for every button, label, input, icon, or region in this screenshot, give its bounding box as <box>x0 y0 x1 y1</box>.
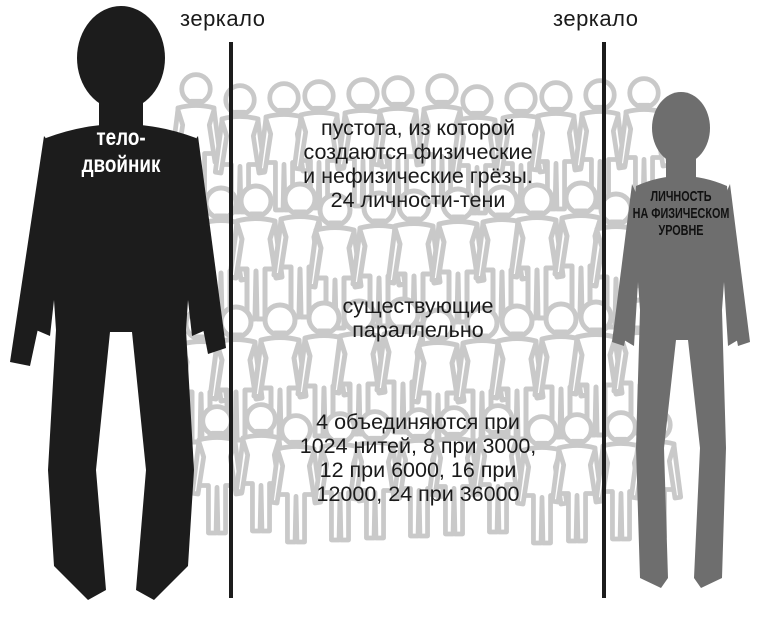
mirror-left-label: зеркало <box>180 6 265 32</box>
void-description: пустота, из которой создаются физические… <box>238 116 598 212</box>
mirror-right-label: зеркало <box>553 6 638 32</box>
physical-personality-figure <box>612 92 750 588</box>
parallel-description: существующие параллельно <box>238 294 598 342</box>
physical-personality-label: ЛИЧНОСТЬ НА ФИЗИЧЕСКОМ УРОВНЕ <box>630 188 732 239</box>
threads-description: 4 объединяются при 1024 нитей, 8 при 300… <box>238 410 598 506</box>
double-body-label: тело- двойник <box>69 124 172 178</box>
